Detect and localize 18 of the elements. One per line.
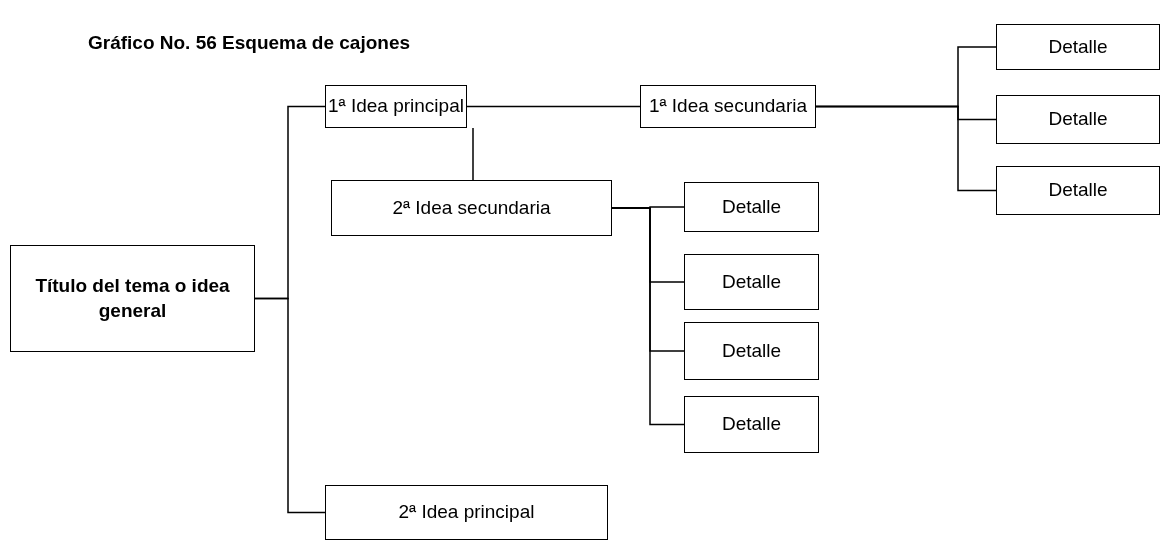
text-box: 1ª Idea principal	[325, 85, 467, 128]
text-box: Detalle	[684, 396, 819, 453]
text-box: Detalle	[996, 166, 1160, 215]
text-box: Detalle	[684, 254, 819, 310]
connector-line	[611, 207, 685, 426]
text-box: Detalle	[996, 24, 1160, 70]
text-box: 1ª Idea secundaria	[640, 85, 816, 128]
text-box: Detalle	[996, 95, 1160, 144]
connector-line	[472, 127, 474, 181]
text-box: 2ª Idea secundaria	[331, 180, 612, 236]
text-box: 2ª Idea principal	[325, 485, 608, 540]
text-box: Detalle	[684, 182, 819, 232]
connector-line	[466, 105, 641, 108]
text-box: Título del tema o idea general	[10, 245, 255, 352]
connector-line	[254, 297, 326, 514]
diagram-title: Gráfico No. 56 Esquema de cajones	[88, 32, 411, 54]
connector-line	[815, 105, 997, 192]
text-box: Detalle	[684, 322, 819, 380]
